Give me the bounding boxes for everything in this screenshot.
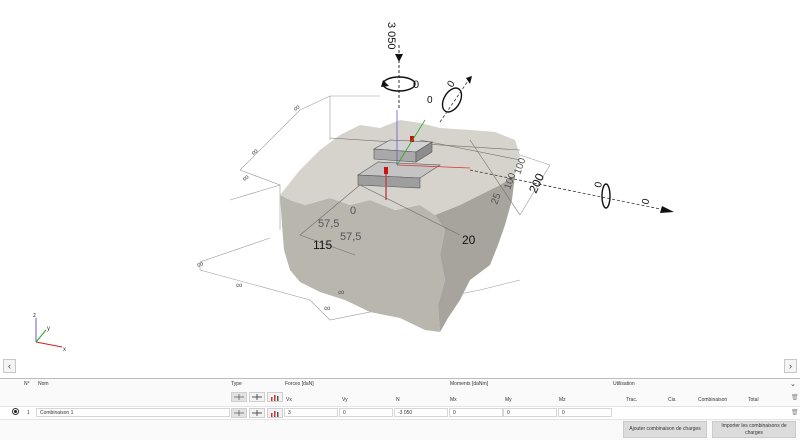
vx-input[interactable]: 3 <box>284 408 338 417</box>
local-axis-x <box>396 164 471 169</box>
type-compression-button[interactable] <box>231 392 247 402</box>
header-moments: Moments [daNm] <box>450 381 489 387</box>
import-combinations-button[interactable]: Importer les combinaisons de charges <box>712 421 796 438</box>
header-utilisation: Utilisation <box>613 381 635 387</box>
foundation-block-front <box>280 195 445 332</box>
dim-infinity-3: ∞ <box>240 172 251 184</box>
moment-y-arrowhead-icon <box>466 76 472 84</box>
dim-infinity-7: ∞ <box>195 258 204 270</box>
type-chart-button[interactable] <box>267 392 283 402</box>
moment-x-icon <box>601 183 611 209</box>
table-row: 1 Combinaison 1 3 0 -3 050 0 0 0 🗑 <box>0 406 800 420</box>
horizontal-force-arrowhead <box>660 206 674 213</box>
horizontal-force-axis <box>469 169 666 211</box>
dim-57-5-a: 57,5 <box>318 218 339 230</box>
row-type-compression-button[interactable] <box>231 408 247 418</box>
anchor-red-bottom <box>384 167 388 174</box>
row-number: 1 <box>27 410 30 416</box>
foundation-block-side <box>435 175 515 332</box>
dim-0: 0 <box>350 205 356 217</box>
vy-input[interactable]: 0 <box>339 408 393 417</box>
row-name-input[interactable]: Combinaison 1 <box>36 408 230 417</box>
moment-y-icon <box>441 87 463 113</box>
torsion-arrowhead-icon <box>381 80 389 87</box>
vertical-force-label: 3 050 <box>385 22 397 50</box>
header-no: N° <box>24 381 30 387</box>
row-type-chart-button[interactable] <box>267 408 283 418</box>
type-shear-button[interactable] <box>249 392 265 402</box>
local-axis-y <box>396 119 426 166</box>
torsion-moment-icon <box>382 76 416 92</box>
subheader-mx: Mx <box>450 397 457 403</box>
cross-arrows-icon <box>234 394 244 400</box>
collapse-chevron-icon[interactable]: ⌄ <box>790 381 796 388</box>
subheader-cis: Cis. <box>668 397 677 403</box>
torsion-label: 0 <box>413 79 419 91</box>
moment-y-label: 0 <box>427 95 433 106</box>
column-side <box>415 141 433 163</box>
load-combinations-panel: N° Nom Type Forces [daN] Moments [daNm] … <box>0 378 800 440</box>
force-x-label: 0 <box>640 197 652 206</box>
subheader-combinaison: Combinaison <box>698 397 728 403</box>
subheader-trac: Trac. <box>626 397 638 403</box>
row-trash-icon[interactable]: 🗑 <box>791 410 799 416</box>
base-plate-side <box>357 174 421 189</box>
nav-right-button[interactable]: › <box>784 359 797 373</box>
dim-infinity-6: ∞ <box>324 303 330 313</box>
moment-x-label: 0 <box>593 181 605 189</box>
mx-input[interactable]: 0 <box>449 408 503 417</box>
axis-x-label: x <box>63 347 66 353</box>
moment-y-arrow-label: 0 <box>445 78 457 89</box>
subheader-mz: Mz <box>559 397 566 403</box>
axis-y-label: y <box>47 326 50 332</box>
dimension-lines <box>299 137 521 256</box>
bar-chart-icon <box>271 394 279 401</box>
my-input[interactable]: 0 <box>503 408 557 417</box>
dim-20: 20 <box>462 233 476 247</box>
moment-y-axis <box>439 77 471 123</box>
add-combination-button[interactable]: Ajouter combinaison de charges <box>623 421 707 438</box>
mz-input[interactable]: 0 <box>558 408 612 417</box>
dim-57-5-b: 57,5 <box>340 231 361 243</box>
dim-infinity-5: ∞ <box>338 287 344 297</box>
header-name: Nom <box>38 381 49 387</box>
nav-left-button[interactable]: ‹ <box>3 359 16 373</box>
subheader-vy: Vy <box>342 397 348 403</box>
axis-triad: z y x <box>33 313 66 353</box>
subheader-total: Total <box>748 397 759 403</box>
vertical-force-arrowhead <box>395 54 403 62</box>
axis-z-label: z <box>33 313 36 319</box>
n-input[interactable]: -3 050 <box>394 408 448 417</box>
row-select-radio[interactable] <box>12 408 19 415</box>
subheader-vx: Vx <box>286 397 292 403</box>
cross-arrows-bold-icon <box>252 394 262 400</box>
dim-25: 25 <box>489 191 503 206</box>
anchor-red-top <box>410 136 414 142</box>
subheader-my: My <box>505 397 512 403</box>
header-forces: Forces [daN] <box>285 381 314 387</box>
header-trash-icon[interactable]: 🗑 <box>791 395 799 401</box>
subheader-n: N <box>396 397 400 403</box>
dim-infinity-2: ∞ <box>249 146 260 158</box>
cross-arrows-icon <box>234 410 244 416</box>
dim-infinity-1: ∞ <box>291 102 302 114</box>
3d-viewport[interactable]: 3 050 0 0 0 0 0 ∞ ∞ ∞ ∞ ∞ ∞ ∞ 57,5 57,5 … <box>0 0 800 378</box>
bar-chart-icon <box>271 410 279 417</box>
row-type-shear-button[interactable] <box>249 408 265 418</box>
header-type: Type <box>231 381 242 387</box>
cross-arrows-bold-icon <box>252 410 262 416</box>
dim-115: 115 <box>313 238 332 252</box>
dim-infinity-4: ∞ <box>236 280 242 290</box>
